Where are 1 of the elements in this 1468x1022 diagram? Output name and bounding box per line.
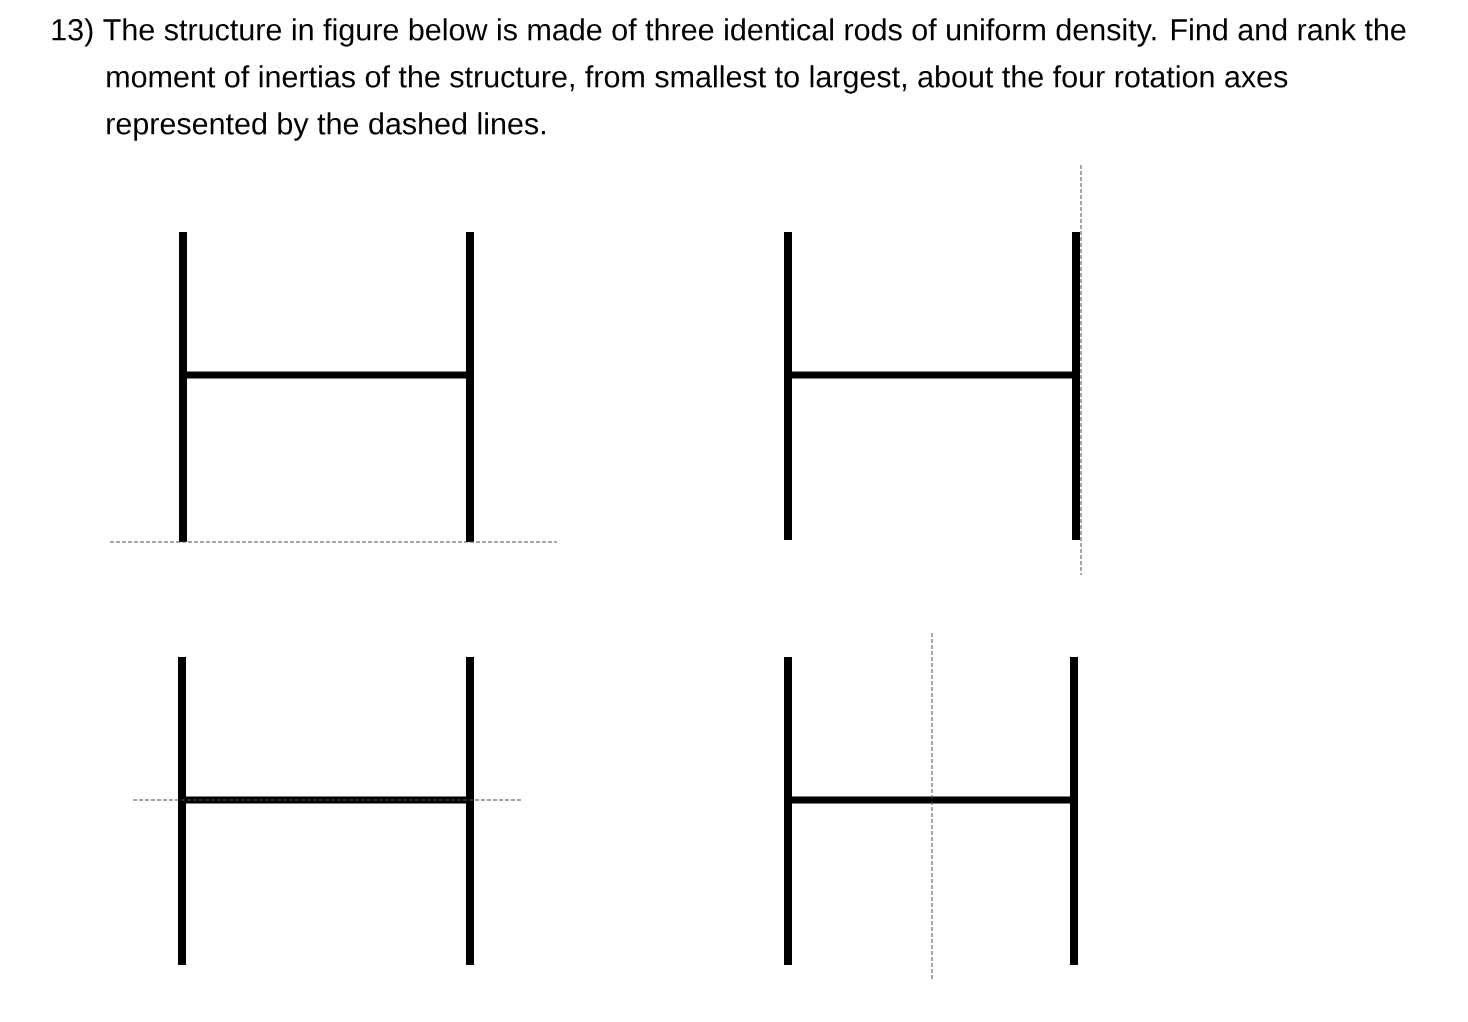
question-text: 13) The structure in figure below is made of three identical rods of uniform density. Find and rank the moment of inertias of the structure, from smallest to largest, about the four rotation axes represented by the dashed lines. <box>52 18 1406 141</box>
